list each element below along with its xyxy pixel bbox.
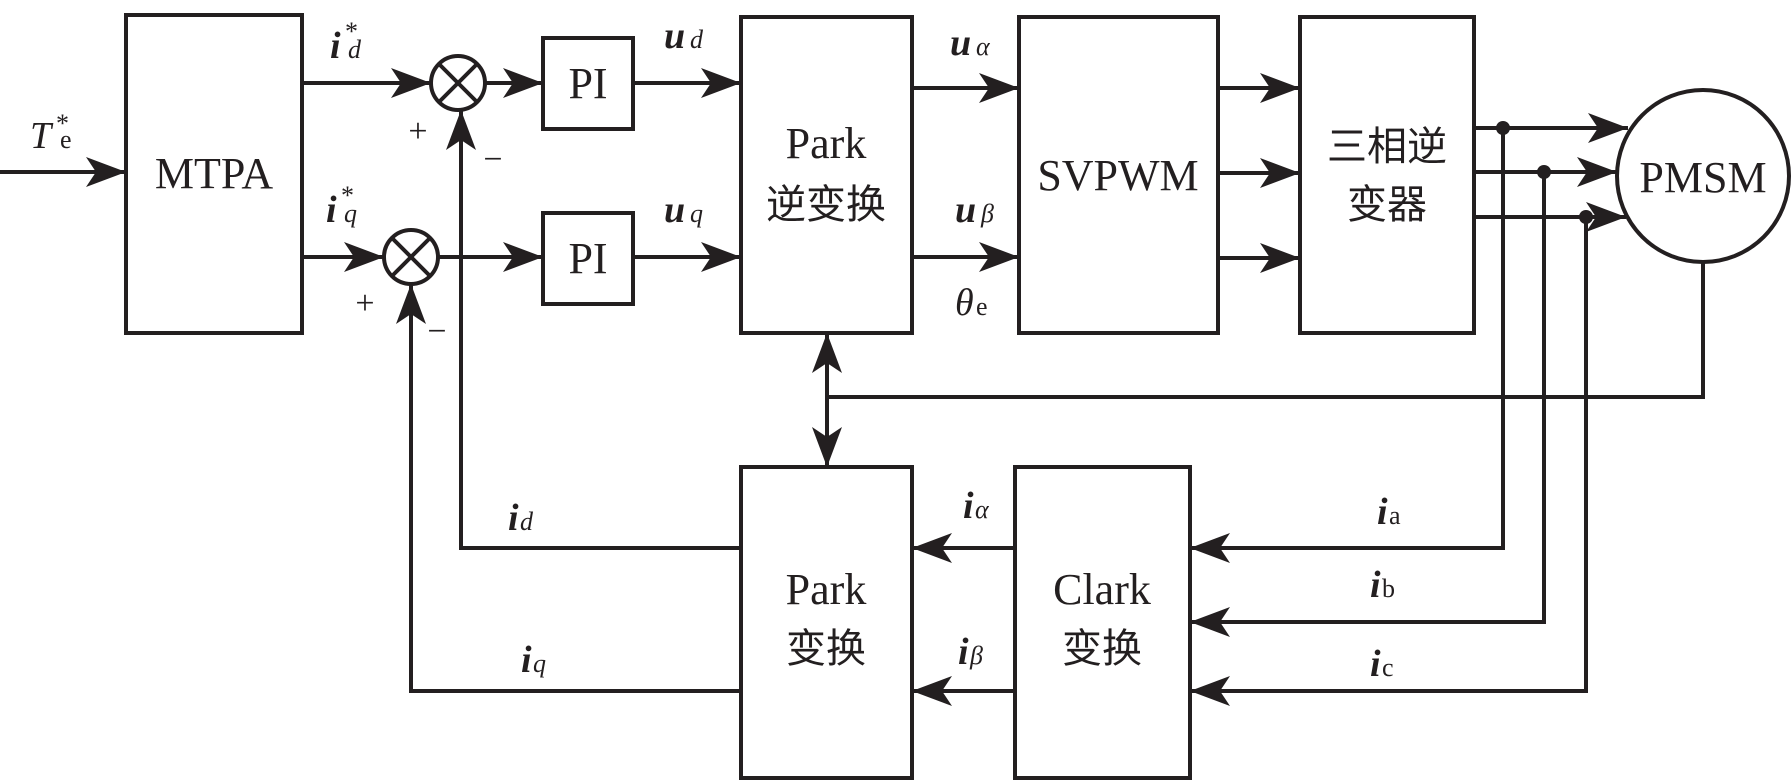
pi-q-block: PI xyxy=(541,211,635,306)
svg-text:d: d xyxy=(690,25,704,54)
i-alpha-label: i α xyxy=(963,485,990,527)
svg-text:*: * xyxy=(56,109,69,138)
svg-text:d: d xyxy=(520,507,534,536)
svg-text:b: b xyxy=(1382,574,1395,603)
id-feedback-arrow xyxy=(446,110,741,550)
svpwm-block: SVPWM xyxy=(1017,15,1220,335)
pi-q-label: PI xyxy=(568,234,607,283)
u-beta-label: u β xyxy=(955,189,994,231)
svpwm-label: SVPWM xyxy=(1037,151,1198,200)
sum-d-plus-sign: + xyxy=(408,113,427,150)
sum-q-minus-sign: − xyxy=(427,313,446,350)
svg-text:i: i xyxy=(326,189,337,231)
ic-label: i c xyxy=(1370,643,1394,685)
summing-junction-q xyxy=(382,228,440,286)
svg-text:i: i xyxy=(508,497,519,539)
park-inverse-block: Park 逆变换 xyxy=(739,15,914,335)
inverter-label-1: 三相逆 xyxy=(1327,124,1447,170)
clark-block: Clark 变换 xyxy=(1013,465,1192,780)
svg-text:i: i xyxy=(963,485,974,527)
clark-label-1: Clark xyxy=(1053,565,1151,614)
ib-label: i b xyxy=(1370,564,1395,606)
pi-d-label: PI xyxy=(568,59,607,108)
clark-label-2: 变换 xyxy=(1062,626,1142,672)
park-label-1: Park xyxy=(786,565,867,614)
ia-feedback-arrow xyxy=(1190,128,1505,563)
park-block: Park 变换 xyxy=(739,465,914,780)
mtpa-block: MTPA xyxy=(124,13,304,335)
svg-text:u: u xyxy=(664,15,685,57)
torque-ref-label: T * e xyxy=(30,109,72,157)
svg-text:q: q xyxy=(690,199,703,228)
svg-text:i: i xyxy=(1377,491,1388,533)
svg-text:i: i xyxy=(330,25,341,67)
svg-text:u: u xyxy=(955,189,976,231)
pmsm-motor: PMSM xyxy=(1615,88,1791,264)
sum-q-plus-sign: + xyxy=(355,285,374,322)
u-alpha-label: u α xyxy=(950,22,991,64)
id-label: i d xyxy=(508,497,534,539)
park-inverse-label-2: 逆变换 xyxy=(766,182,886,228)
svg-text:d: d xyxy=(348,35,362,64)
svg-text:i: i xyxy=(1370,564,1381,606)
sum-d-minus-sign: − xyxy=(483,141,502,178)
svg-text:q: q xyxy=(533,649,546,678)
iq-label: i q xyxy=(521,639,546,681)
svg-text:i: i xyxy=(1370,643,1381,685)
svg-text:θ: θ xyxy=(955,282,974,324)
svg-text:e: e xyxy=(976,292,988,321)
summing-junction-d xyxy=(429,54,487,112)
svg-text:e: e xyxy=(60,125,72,154)
svg-text:i: i xyxy=(521,639,532,681)
pmsm-label: PMSM xyxy=(1639,153,1766,202)
ud-label: u d xyxy=(664,15,704,57)
ib-feedback-arrow xyxy=(1190,172,1546,637)
svg-text:u: u xyxy=(664,189,685,231)
svg-text:c: c xyxy=(1382,653,1394,682)
svg-text:α: α xyxy=(976,32,991,61)
svg-text:β: β xyxy=(969,641,983,670)
iq-feedback-arrow xyxy=(396,284,741,693)
iq-ref-label: i * q xyxy=(326,181,357,231)
ic-feedback-arrow xyxy=(1190,217,1588,706)
theta-e-label: θ e xyxy=(955,282,988,324)
park-inverse-label-1: Park xyxy=(786,119,867,168)
svg-text:β: β xyxy=(980,199,994,228)
mtpa-label: MTPA xyxy=(155,149,273,198)
inverter-block: 三相逆 变器 xyxy=(1298,15,1476,335)
pi-d-block: PI xyxy=(541,36,635,131)
ia-label: i a xyxy=(1377,491,1401,533)
svg-text:T: T xyxy=(30,115,54,157)
id-ref-label: i * d xyxy=(330,17,362,67)
theta-feedback-line xyxy=(827,262,1705,399)
inverter-label-2: 变器 xyxy=(1347,182,1427,228)
svg-text:q: q xyxy=(344,199,357,228)
uq-label: u q xyxy=(664,189,703,231)
svg-text:*: * xyxy=(345,17,358,46)
svg-text:i: i xyxy=(958,631,969,673)
park-label-2: 变换 xyxy=(786,626,866,672)
svg-text:a: a xyxy=(1389,501,1401,530)
svg-text:*: * xyxy=(341,181,354,210)
i-beta-label: i β xyxy=(958,631,983,673)
svg-text:α: α xyxy=(975,495,990,524)
svg-text:u: u xyxy=(950,22,971,64)
